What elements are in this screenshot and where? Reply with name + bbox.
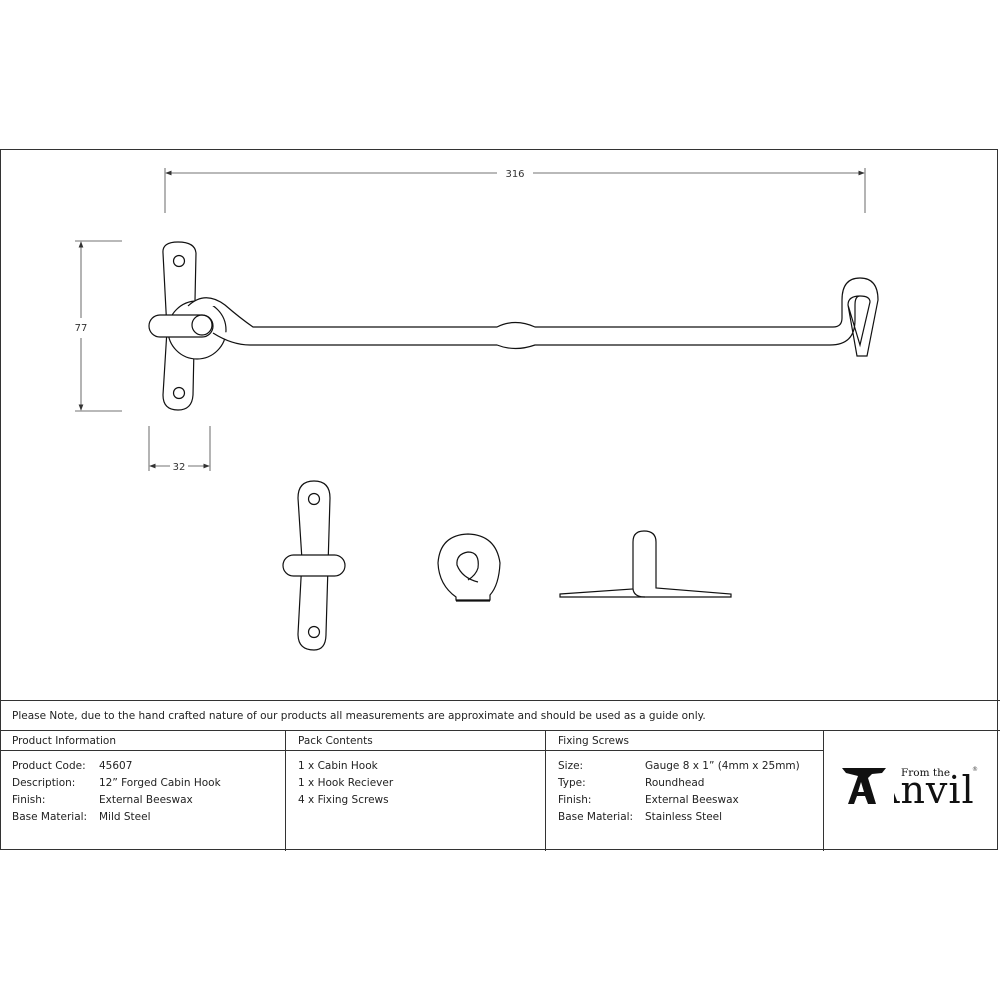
spec-value: Mild Steel xyxy=(99,811,151,823)
disclaimer-text: Please Note, due to the hand crafted nat… xyxy=(12,710,706,722)
fixing-screws-column: Fixing Screws Size: Gauge 8 x 1” (4mm x 2… xyxy=(545,731,824,851)
pack-item: 1 x Cabin Hook xyxy=(298,760,378,772)
disclaimer-row: Please Note, due to the hand crafted nat… xyxy=(0,700,1000,731)
section-title: Pack Contents xyxy=(298,735,373,747)
spec-value: External Beeswax xyxy=(99,794,193,806)
dimension-overall-length xyxy=(164,168,866,213)
drawing-frame xyxy=(0,149,998,850)
spec-label: Type: xyxy=(558,777,586,789)
logo-from-the: From the xyxy=(901,767,951,779)
spec-label: Finish: xyxy=(12,794,46,806)
spec-label: Base Material: xyxy=(558,811,634,823)
cabin-hook-assembly xyxy=(148,241,879,411)
dim-label-plate-width: 32 xyxy=(173,462,186,473)
brand-logo: From the Anvil ® xyxy=(823,731,1000,851)
section-title: Fixing Screws xyxy=(558,735,630,747)
spec-label: Base Material: xyxy=(12,811,88,823)
spec-label: Size: xyxy=(558,760,584,772)
pack-item: 1 x Hook Reciever xyxy=(298,777,394,789)
fixing-screws-header: Fixing Screws xyxy=(546,731,824,751)
pack-contents-header: Pack Contents xyxy=(286,731,546,751)
product-information-column: Product Information Product Code: 45607 D… xyxy=(0,731,286,851)
spec-label: Product Code: xyxy=(12,760,86,772)
spec-value: Stainless Steel xyxy=(645,811,723,823)
spec-label: Finish: xyxy=(558,794,592,806)
pack-item: 4 x Fixing Screws xyxy=(298,794,389,806)
product-information-header: Product Information xyxy=(0,731,286,751)
logo-word: Anvil xyxy=(872,768,975,812)
dim-label-length: 316 xyxy=(505,169,524,180)
logo-wordmark: Anvil xyxy=(882,768,975,812)
spec-value: External Beeswax xyxy=(645,794,739,806)
dimension-plate-width xyxy=(148,426,211,471)
spec-value: Roundhead xyxy=(645,777,705,789)
spec-value: 12” Forged Cabin Hook xyxy=(99,777,221,789)
receiver-side-view xyxy=(437,533,501,602)
anvil-icon xyxy=(842,768,886,804)
dim-label-height: 77 xyxy=(75,323,88,334)
receiver-top-view xyxy=(559,530,732,598)
pack-contents-column: Pack Contents 1 x Cabin Hook 1 x Hook Re… xyxy=(285,731,546,851)
spec-table: Product Information Product Code: 45607 D… xyxy=(0,730,1000,851)
hook-plate-front-view xyxy=(282,480,346,651)
dimension-height xyxy=(75,240,122,412)
spec-label: Description: xyxy=(12,777,76,789)
spec-value: Gauge 8 x 1” (4mm x 25mm) xyxy=(645,760,800,772)
registered-mark: ® xyxy=(972,766,978,773)
spec-value: 45607 xyxy=(99,760,133,772)
section-title: Product Information xyxy=(12,735,116,747)
